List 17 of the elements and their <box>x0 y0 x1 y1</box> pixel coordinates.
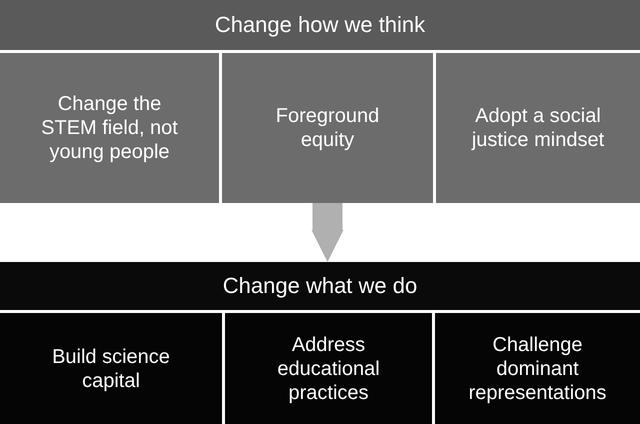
box-label: Change the STEM field, not young people <box>40 92 179 164</box>
category-box <box>0 313 222 424</box>
box-label: Address educational practices <box>276 332 381 404</box>
category-box <box>225 313 432 424</box>
block-arrow <box>312 203 344 262</box>
category-box <box>0 53 219 203</box>
category-box <box>436 53 640 203</box>
header-band <box>0 0 640 50</box>
category-box <box>222 53 433 203</box>
box-label: Challenge dominant representations <box>468 332 608 404</box>
box-label: Change how we think <box>214 12 426 38</box>
box-label: Build science capital <box>51 344 171 392</box>
header-band <box>0 262 640 310</box>
category-box <box>435 313 640 424</box>
box-label: Change what we do <box>222 272 418 300</box>
box-label: Adopt a social justice mindset <box>470 104 606 152</box>
box-label: Foreground equity <box>274 104 380 152</box>
